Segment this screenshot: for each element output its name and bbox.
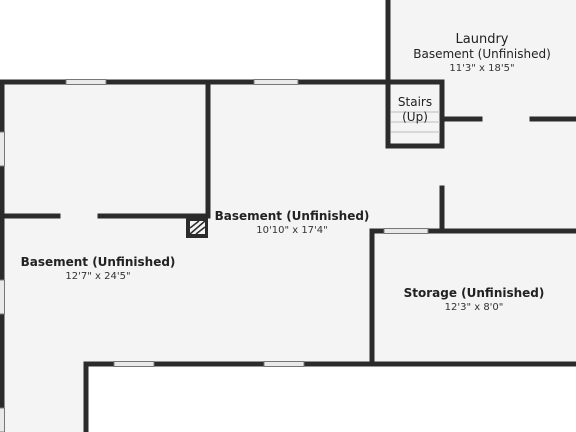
room-label-laundry: Laundry Basement (Unfinished) 11'3" x 18…: [413, 32, 551, 75]
room-name-storage: Storage (Unfinished): [403, 286, 545, 300]
column-hatch: [189, 220, 206, 235]
room-dims-laundry: 11'3" x 18'5": [449, 63, 515, 74]
window-left-upper: [0, 131, 5, 167]
room-name-laundry-type: Basement (Unfinished): [413, 47, 551, 61]
window-bottom-b: [263, 361, 305, 367]
room-name-center: Basement (Unfinished): [214, 209, 370, 223]
room-label-left: Basement (Unfinished) 12'7" x 24'5": [21, 255, 176, 283]
room-label-stairs: Stairs (Up): [398, 95, 432, 125]
window-storage-top: [383, 228, 429, 234]
column-hatch: [189, 220, 200, 229]
room-label-center: Basement (Unfinished) 10'10" x 17'4": [215, 209, 370, 237]
room-dims-center: 10'10" x 17'4": [256, 225, 328, 236]
room-dims-storage: 12'3" x 8'0": [444, 302, 504, 313]
room-name-stairs: Stairs: [397, 95, 433, 109]
column: [186, 218, 208, 238]
room-name-stairs-direction: (Up): [402, 110, 428, 124]
window-bottom-a: [113, 361, 155, 367]
windows: [0, 79, 429, 432]
column-hatch: [195, 226, 206, 235]
window-top-left: [65, 79, 107, 85]
room-label-storage: Storage (Unfinished) 12'3" x 8'0": [404, 286, 545, 314]
room-name-laundry: Laundry: [455, 32, 509, 47]
window-left-bottom: [0, 407, 5, 432]
stair-treads: [391, 111, 440, 133]
room-name-left: Basement (Unfinished): [20, 255, 176, 269]
window-top-center: [253, 79, 299, 85]
room-dims-left: 12'7" x 24'5": [65, 271, 131, 282]
window-left-lower: [0, 279, 5, 315]
